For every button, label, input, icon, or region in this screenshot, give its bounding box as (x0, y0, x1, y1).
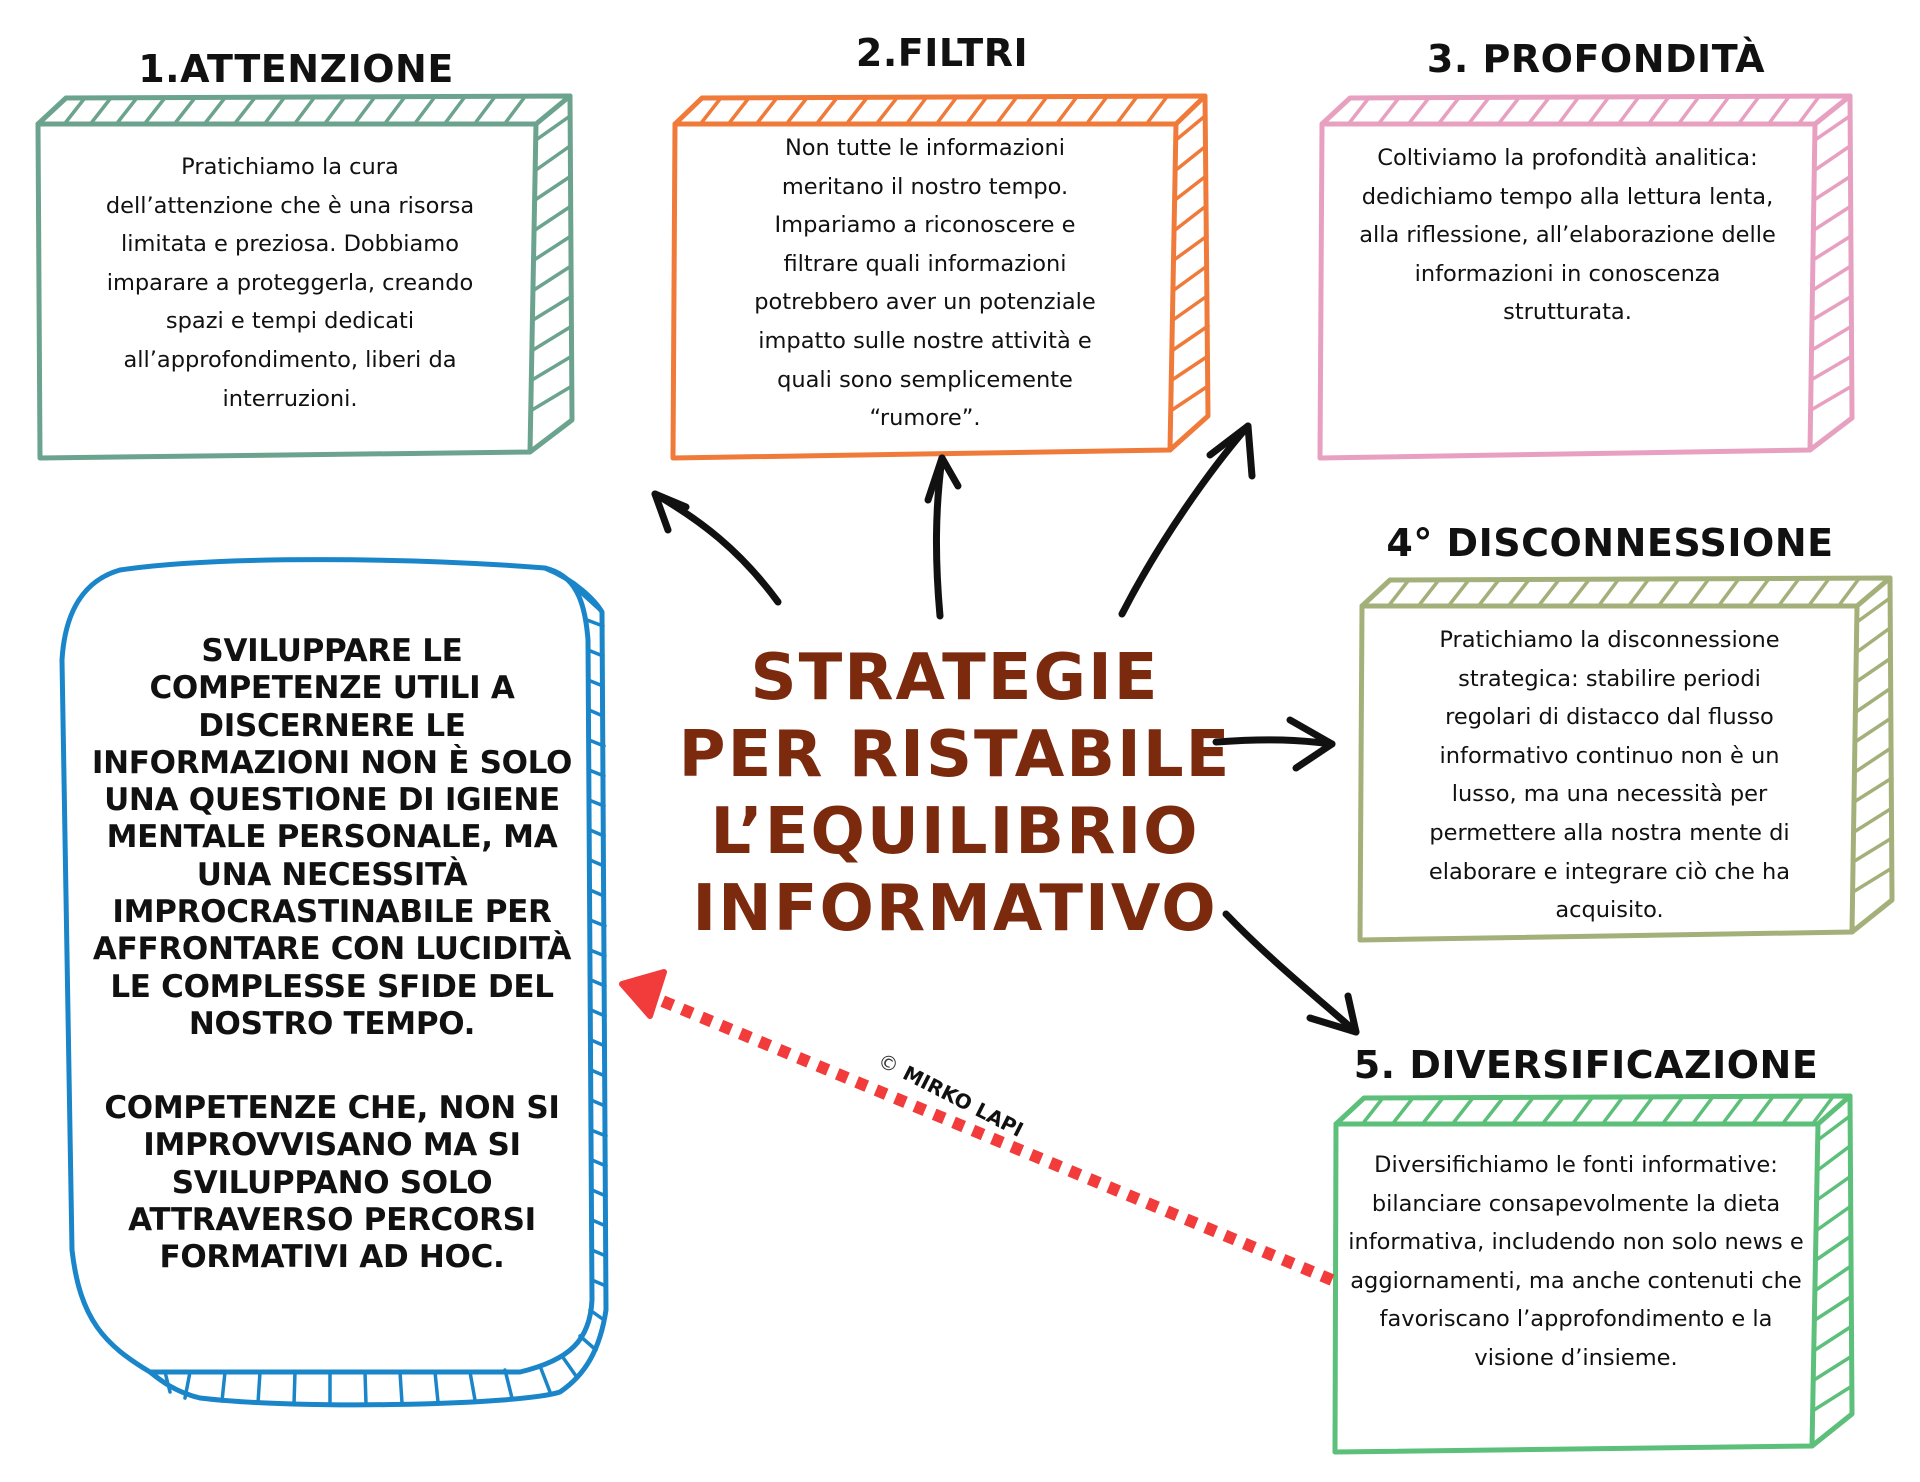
arrow-to-filtri (932, 454, 946, 620)
disconnessione-description: Pratichiamo la disconnessione strategica… (1428, 627, 1791, 924)
competenze-box-frame (59, 557, 609, 1408)
heading-diversificazione: 5. DIVERSIFICAZIONE (1353, 1043, 1819, 1087)
heading-profondita: 3. PROFONDITÀ (1426, 37, 1766, 81)
main-title-line-2: PER RISTABILE (678, 718, 1232, 792)
profondita-description: Coltiviamo la profondità analitica: dedi… (1359, 145, 1776, 326)
diversificazione-description: Diversifichiamo le fonti informative: bi… (1348, 1152, 1804, 1371)
attenzione-box-frame (35, 93, 575, 461)
disconnessione-box-frame (1357, 575, 1895, 943)
attenzione-description: Pratichiamo la cura dell’attenzione che … (105, 154, 475, 412)
arrow-to-attenzione (651, 490, 782, 606)
main-title-line-4: INFORMATIVO (692, 872, 1218, 946)
filtri-box-frame (670, 93, 1211, 461)
dotted-arrow-to-competenze (619, 969, 1335, 1286)
heading-attenzione: 1.ATTENZIONE (138, 47, 454, 91)
main-title: STRATEGIE PER RISTABILE L’EQUILIBRIO INF… (679, 640, 1232, 948)
competenze-paragraph-1: SVILUPPARE LE COMPETENZE UTILI A DISCERN… (91, 633, 573, 1042)
arrow-to-diversificazione (1222, 910, 1360, 1036)
filtri-description: Non tutte le informazioni meritano il no… (754, 135, 1096, 432)
heading-filtri: 2.FILTRI (855, 31, 1029, 75)
main-title-line-3: L’EQUILIBRIO (710, 795, 1200, 869)
heading-disconnessione: 4° DISCONNESSIONE (1386, 521, 1834, 565)
profondita-box-frame (1317, 93, 1855, 461)
arrow-to-disconnessione (1212, 736, 1336, 748)
competenze-paragraph-2: COMPETENZE CHE, NON SI IMPROVVISANO MA S… (104, 1090, 560, 1276)
diversificazione-box-frame (1332, 1093, 1855, 1455)
connector-arrows (651, 422, 1360, 1036)
red-arrowhead-icon (619, 969, 667, 1019)
arrow-to-profondita (1118, 422, 1252, 618)
main-title-line-1: STRATEGIE (750, 641, 1160, 715)
